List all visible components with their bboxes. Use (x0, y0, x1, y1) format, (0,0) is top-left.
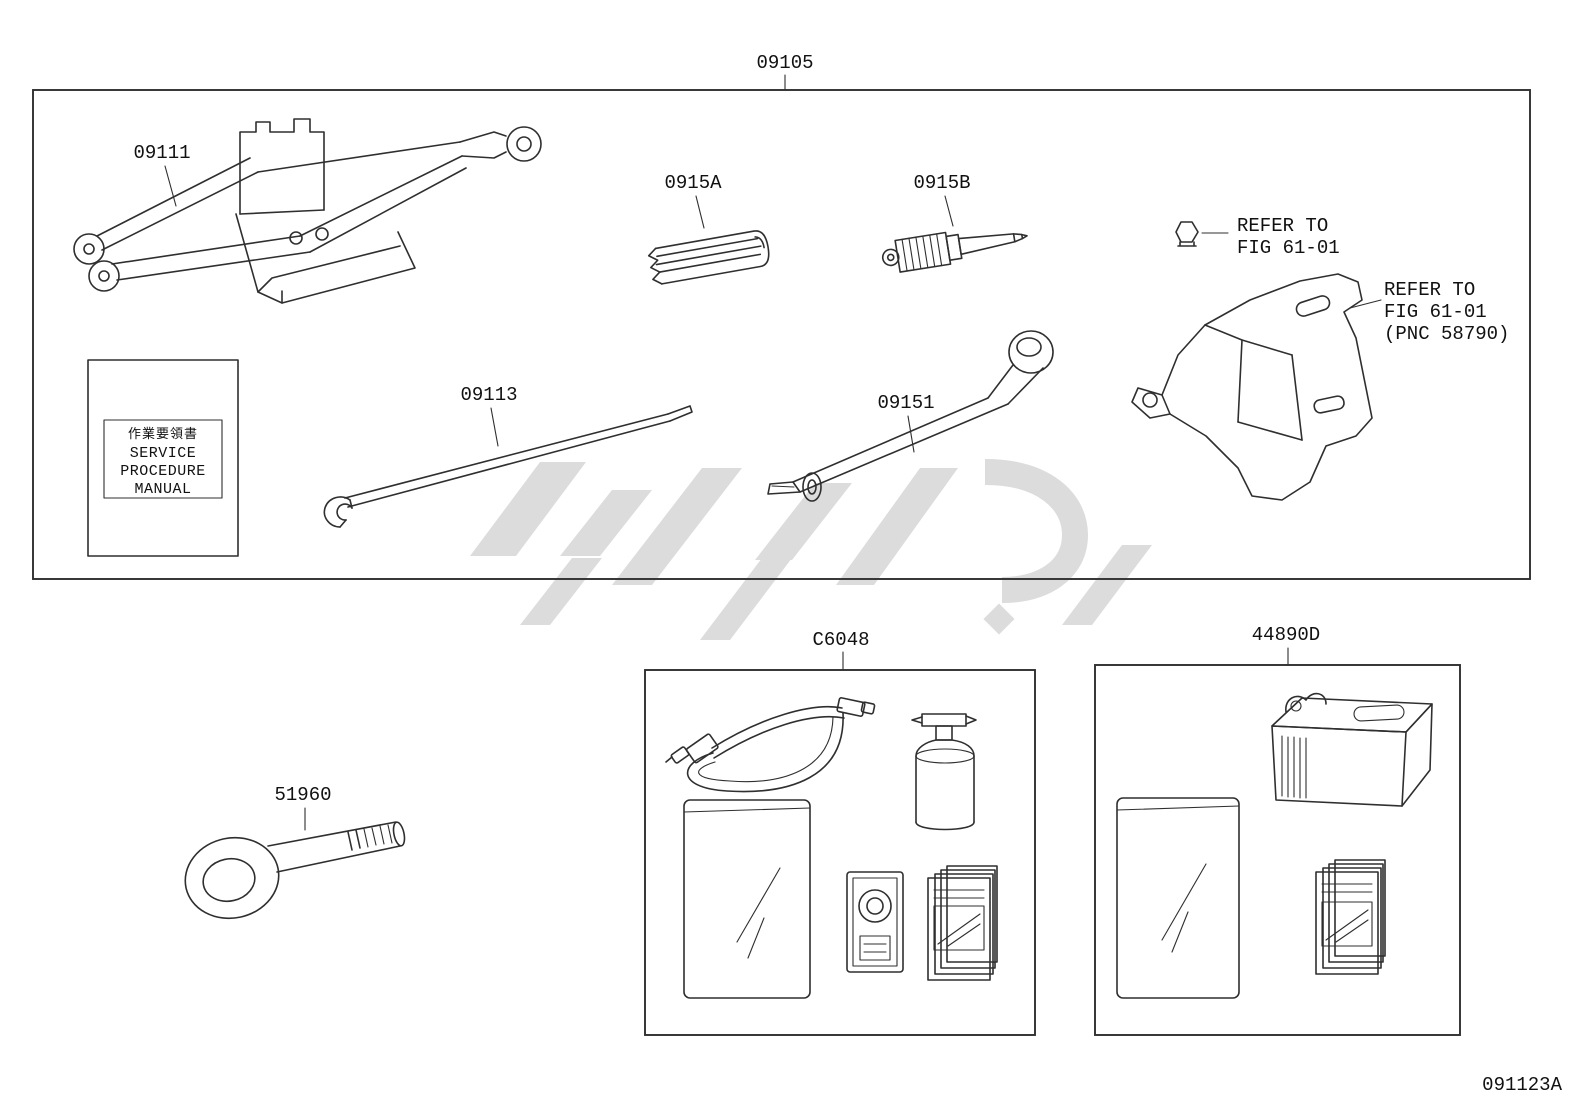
jack-group: 09111 (73, 118, 542, 304)
socket-b-group: 0915B (881, 172, 1028, 273)
gauge-drawing (846, 871, 904, 973)
manual-line-1: SERVICE (130, 445, 197, 462)
part-label-C6048[interactable]: C6048 (812, 629, 869, 651)
part-label-0915B[interactable]: 0915B (913, 172, 970, 194)
leader-line (164, 165, 177, 207)
bracket-ref-line-2: FIG 61-01 (1384, 301, 1487, 323)
manual-outline (87, 359, 239, 557)
handle-rod-drawing (323, 405, 693, 528)
repair-kit-booklet-drawing (927, 865, 998, 981)
compressor-kit-group: 44890D (1094, 624, 1461, 1036)
bracket-drawing (1131, 273, 1373, 501)
socket-a-drawing (647, 230, 770, 285)
bracket-ref-line-1: REFER TO (1384, 279, 1475, 301)
watermark (470, 459, 1152, 640)
leader-line (944, 195, 954, 227)
handle-rod-group: 09113 (323, 384, 693, 528)
bracket-ref-group: REFER TO FIG 61-01 (PNC 58790) (1131, 273, 1509, 501)
manual-line-3: MANUAL (134, 481, 191, 498)
wheel-wrench-group: 09151 (767, 330, 1054, 502)
repair-kit-group: C6048 (644, 629, 1036, 1036)
leader-line (907, 415, 915, 453)
leader-line (1349, 299, 1382, 309)
wheel-wrench-drawing (767, 330, 1054, 502)
nut-ref-line-2: FIG 61-01 (1237, 237, 1340, 259)
tow-hook-group: 51960 (184, 784, 406, 920)
main-assembly-group: 09105 (32, 52, 1531, 580)
manual-title-jp: 作業要領書 (128, 426, 198, 442)
manual-line-2: PROCEDURE (120, 463, 206, 480)
compressor-kit-bag-drawing (1116, 797, 1240, 999)
socket-a-group: 0915A (647, 172, 770, 285)
part-label-09113[interactable]: 09113 (460, 384, 517, 406)
leader-line (490, 407, 499, 447)
part-label-09111[interactable]: 09111 (133, 142, 190, 164)
socket-b-drawing (881, 231, 1028, 273)
part-label-44890D[interactable]: 44890D (1252, 624, 1320, 646)
tow-hook-drawing (184, 821, 406, 920)
compressor-kit-box-outline (1094, 664, 1461, 1036)
bracket-ref-line-3: (PNC 58790) (1384, 323, 1509, 345)
part-label-09151[interactable]: 09151 (877, 392, 934, 414)
diagram-id: 091123A (1482, 1074, 1562, 1096)
part-label-09105[interactable]: 09105 (756, 52, 813, 74)
repair-hose-drawing (665, 697, 876, 793)
sealant-bottle-drawing (911, 713, 977, 831)
nut-ref-line-1: REFER TO (1237, 215, 1328, 237)
leader-line (695, 195, 705, 229)
compressor-kit-booklet-drawing (1315, 859, 1386, 975)
service-manual-group: 作業要領書 SERVICE PROCEDURE MANUAL (87, 359, 239, 557)
part-label-0915A[interactable]: 0915A (664, 172, 722, 194)
manual-inner-box (103, 419, 223, 499)
nut-drawing (1175, 221, 1199, 247)
compressor-drawing (1271, 692, 1433, 807)
part-label-51960[interactable]: 51960 (274, 784, 331, 806)
main-kit-box-outline (32, 89, 1531, 580)
repair-kit-box-outline (644, 669, 1036, 1036)
nut-ref-group: REFER TO FIG 61-01 (1175, 215, 1340, 259)
repair-kit-bag-drawing (683, 799, 811, 999)
jack-drawing (73, 118, 542, 304)
